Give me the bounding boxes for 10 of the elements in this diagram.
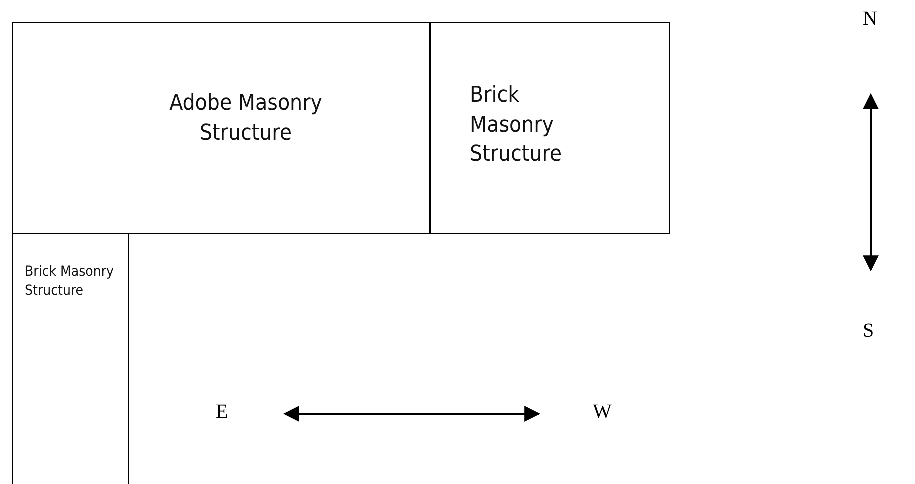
room-outline	[429, 22, 670, 234]
compass-label: W	[593, 401, 612, 424]
room-outline	[12, 233, 129, 484]
room-outline	[12, 22, 430, 234]
compass-label: N	[863, 8, 878, 31]
compass-label: E	[216, 401, 228, 424]
compass-label: S	[863, 320, 874, 343]
room-label: Brick Masonry Structure	[25, 263, 115, 301]
room-label: Brick Masonry Structure	[470, 82, 564, 170]
room-label: Adobe Masonry Structure	[168, 90, 324, 148]
